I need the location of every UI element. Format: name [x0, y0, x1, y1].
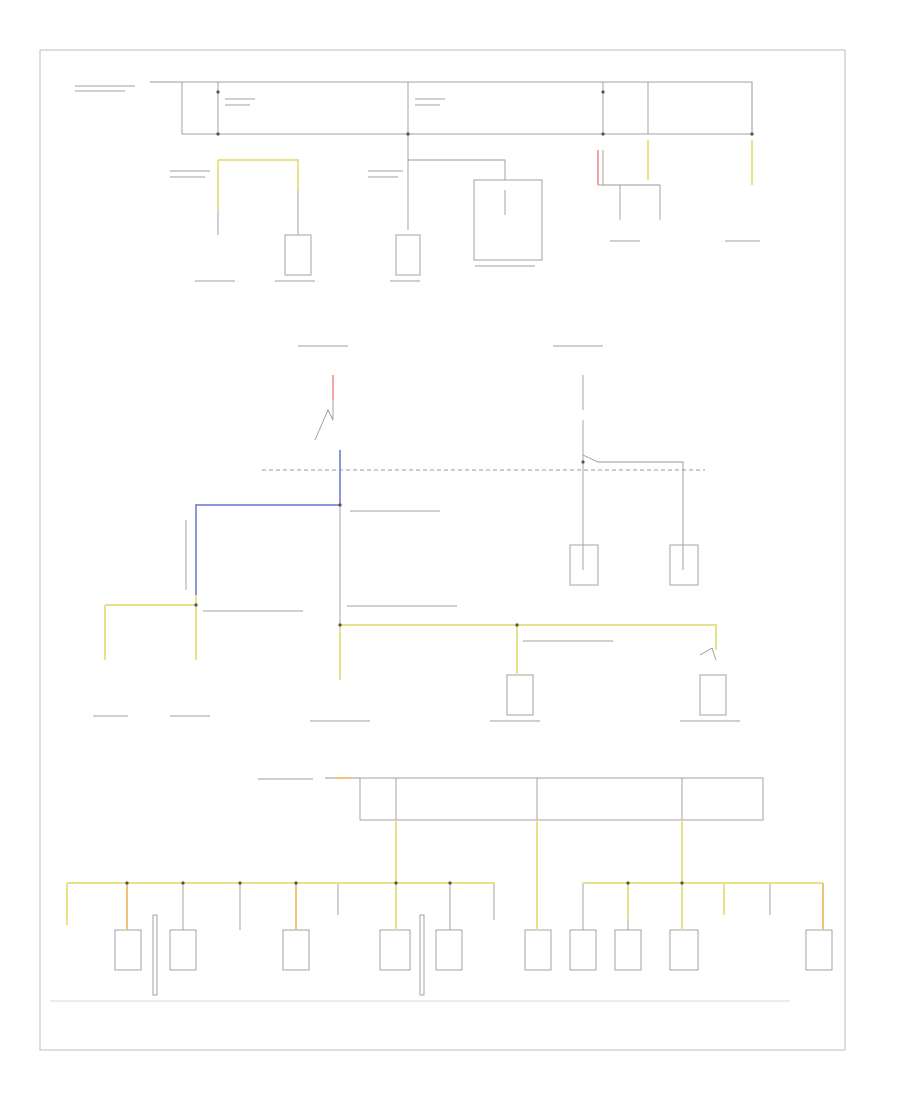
bottom-colored-wires: [66, 777, 824, 930]
diagram-frame: [39, 49, 846, 1051]
top-power-distribution: [150, 81, 753, 276]
middle-colored-wires: [104, 375, 717, 680]
junction-dots: [125, 90, 754, 885]
illegible-labels: [50, 85, 790, 1002]
top-colored-wires: [217, 140, 753, 210]
bottom-power-distribution: [67, 777, 833, 996]
middle-ground-distribution: [185, 375, 727, 716]
